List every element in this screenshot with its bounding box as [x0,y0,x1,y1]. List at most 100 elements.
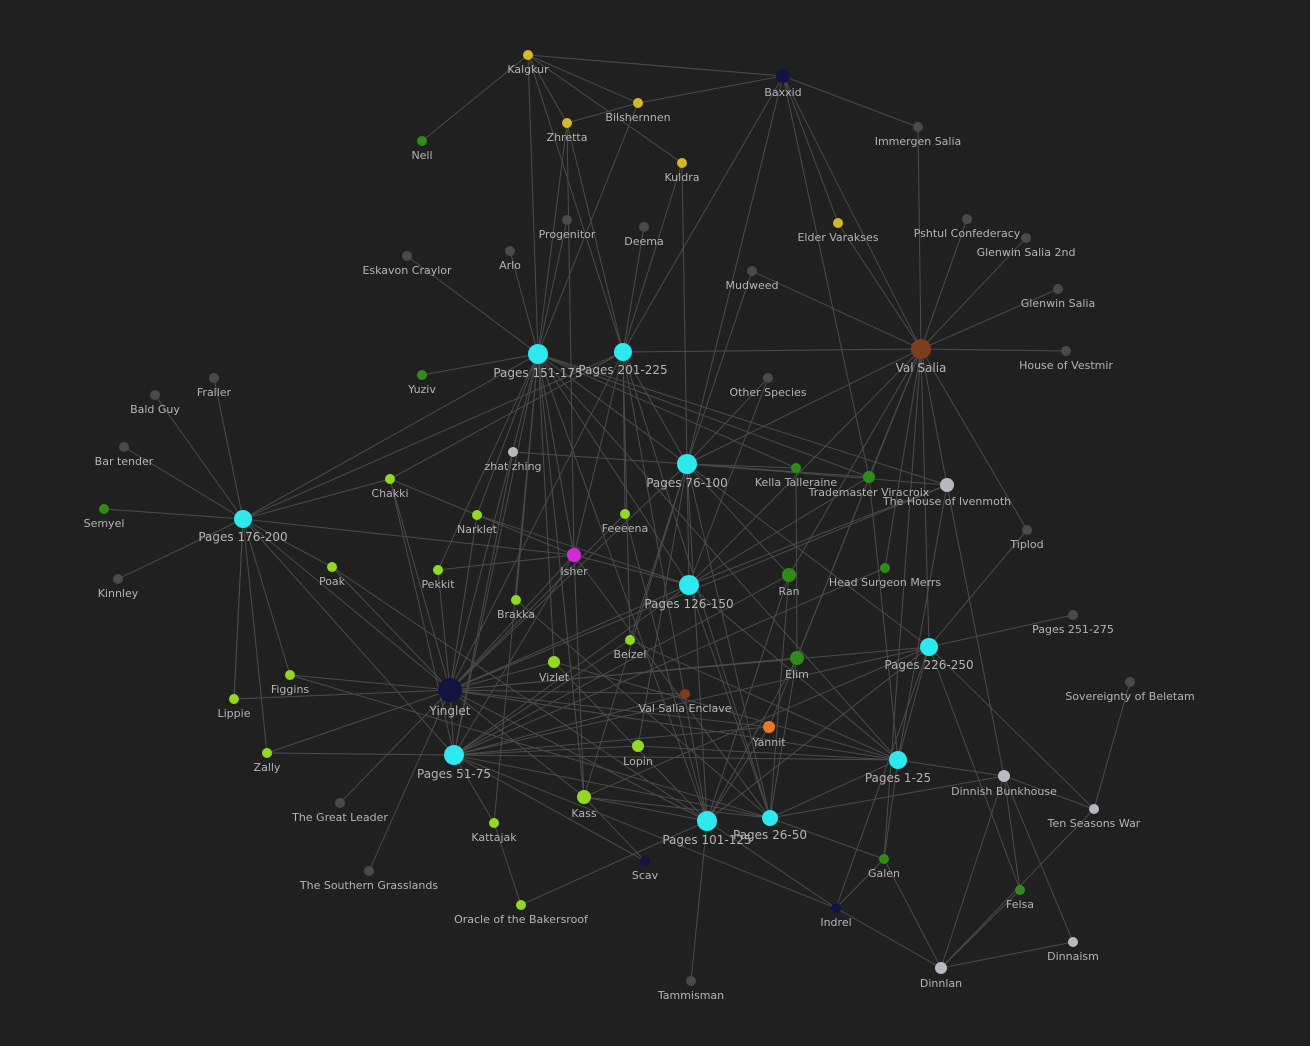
node-dot[interactable] [1089,804,1099,814]
node-pshtul-confederacy[interactable]: Pshtul Confederacy [914,214,1021,240]
node-head-surgeon-merrs[interactable]: Head Surgeon Merrs [829,563,942,589]
node-the-great-leader[interactable]: The Great Leader [291,798,388,824]
node-kella-talleraine[interactable]: Kella Talleraine [755,463,838,489]
node-dot[interactable] [516,900,526,910]
node-dot[interactable] [327,562,337,572]
node-dot[interactable] [625,635,635,645]
node-lopin[interactable]: Lopin [623,740,653,768]
node-dot[interactable] [567,548,581,562]
node-dot[interactable] [335,798,345,808]
node-val-salia-enclave[interactable]: Val Salia Enclave [638,689,732,715]
node-dot[interactable] [1125,677,1135,687]
node-tiplod[interactable]: Tiplod [1009,525,1044,551]
node-pages-226-250[interactable]: Pages 226-250 [884,638,974,672]
node-dot[interactable] [523,50,533,60]
node-baxxid[interactable]: Baxxid [764,69,802,99]
node-dot[interactable] [505,246,515,256]
node-figgins[interactable]: Figgins [271,670,310,696]
node-dot[interactable] [920,638,938,656]
node-oracle-of-the-bakersroof[interactable]: Oracle of the Bakersroof [454,900,589,926]
node-kass[interactable]: Kass [571,790,597,820]
node-dot[interactable] [417,370,427,380]
node-dot[interactable] [1021,233,1031,243]
node-dot[interactable] [150,390,160,400]
node-pages-151-175[interactable]: Pages 151-175 [493,344,583,380]
node-pages-76-100[interactable]: Pages 76-100 [646,454,728,490]
node-vizlet[interactable]: Vizlet [539,656,570,684]
node-dot[interactable] [1068,610,1078,620]
node-pages-1-25[interactable]: Pages 1-25 [865,751,931,785]
node-dot[interactable] [697,811,717,831]
node-dot[interactable] [472,510,482,520]
node-dot[interactable] [776,69,790,83]
node-dot[interactable] [113,574,123,584]
node-bilshernnen[interactable]: Bilshernnen [605,98,671,124]
node-other-species[interactable]: Other Species [729,373,807,399]
node-immergen-salia[interactable]: Immergen Salia [875,122,962,148]
node-dot[interactable] [879,854,889,864]
node-pages-51-75[interactable]: Pages 51-75 [417,745,491,781]
node-dot[interactable] [677,158,687,168]
node-dot[interactable] [782,568,796,582]
node-brakka[interactable]: Brakka [497,595,535,621]
node-fraller[interactable]: Fraller [197,373,232,399]
node-dot[interactable] [620,509,630,519]
node-dot[interactable] [1015,885,1025,895]
node-dot[interactable] [639,222,649,232]
node-dot[interactable] [508,447,518,457]
node-dot[interactable] [1022,525,1032,535]
node-dot[interactable] [234,510,252,528]
node-dot[interactable] [680,689,690,699]
node-zhretta[interactable]: Zhretta [547,118,588,144]
node-lippie[interactable]: Lippie [218,694,251,720]
node-dot[interactable] [119,442,129,452]
node-dot[interactable] [262,748,272,758]
node-dot[interactable] [1053,284,1063,294]
node-zhat-zhing[interactable]: zhat zhing [484,447,542,473]
node-dot[interactable] [433,565,443,575]
node-dot[interactable] [790,651,804,665]
node-ten-seasons-war[interactable]: Ten Seasons War [1047,804,1141,830]
node-isher[interactable]: Isher [560,548,588,578]
node-house-of-vestmir[interactable]: House of Vestmir [1019,346,1113,372]
node-dot[interactable] [364,866,374,876]
node-dinnish-bunkhouse[interactable]: Dinnish Bunkhouse [951,770,1057,798]
node-bald-guy[interactable]: Bald Guy [130,390,180,416]
node-dot[interactable] [1061,346,1071,356]
node-the-house-of-ivenmoth[interactable]: The House of Ivenmoth [882,478,1011,508]
node-pages-176-200[interactable]: Pages 176-200 [198,510,288,544]
node-dot[interactable] [562,215,572,225]
node-dot[interactable] [548,656,560,668]
node-dot[interactable] [911,339,931,359]
node-dot[interactable] [417,136,427,146]
node-dot[interactable] [913,122,923,132]
node-dot[interactable] [762,810,778,826]
node-felsa[interactable]: Felsa [1006,885,1034,911]
node-dot[interactable] [99,504,109,514]
node-nell[interactable]: Nell [411,136,433,162]
node-dot[interactable] [489,818,499,828]
node-pages-101-125[interactable]: Pages 101-125 [662,811,752,847]
node-dot[interactable] [402,251,412,261]
node-dot[interactable] [679,575,699,595]
node-feeeena[interactable]: Feeeena [602,509,649,535]
node-dot[interactable] [940,478,954,492]
node-dot[interactable] [285,670,295,680]
node-dot[interactable] [747,266,757,276]
node-pages-201-225[interactable]: Pages 201-225 [578,343,668,377]
node-mudweed[interactable]: Mudweed [726,266,779,292]
node-dot[interactable] [562,118,572,128]
node-dot[interactable] [614,343,632,361]
node-dot[interactable] [686,976,696,986]
node-dot[interactable] [511,595,521,605]
node-dot[interactable] [640,856,650,866]
node-dot[interactable] [229,694,239,704]
node-dot[interactable] [444,745,464,765]
node-deema[interactable]: Deema [624,222,664,248]
node-dot[interactable] [998,770,1010,782]
node-dot[interactable] [880,563,890,573]
node-yinglet[interactable]: Yinglet [429,678,471,718]
node-dot[interactable] [863,471,875,483]
node-eskavon-craylor[interactable]: Eskavon Craylor [362,251,452,277]
